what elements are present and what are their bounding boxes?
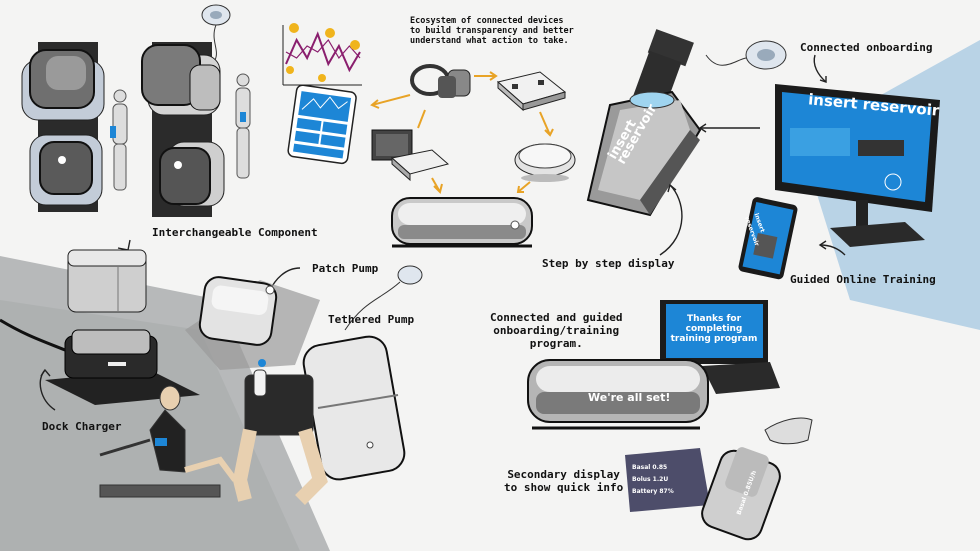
patch-sketch-2 [29, 134, 103, 206]
handheld-device-sketch [701, 447, 781, 541]
dock-charger-label: Dock Charger [42, 420, 122, 433]
connected-guided-line-2: onboarding/training [493, 324, 620, 337]
ecosystem-line-2: to build transparency and better [410, 26, 574, 36]
tethered-pump-label: Tethered Pump [328, 313, 415, 326]
figure-side-2 [235, 73, 251, 179]
figure-side-1 [110, 89, 128, 191]
reservoir-pump-sketch [586, 29, 702, 217]
ecosystem-arrows [370, 71, 554, 194]
patch-pump-sketch [185, 276, 320, 370]
quick-info-line-3: Battery 87% [632, 488, 674, 495]
pointing-hand-sketch [764, 417, 813, 445]
rower-figure-sketch [99, 385, 238, 498]
quick-info-line-2: Bolus 1.2U [632, 476, 669, 483]
patch-sketch-4 [159, 141, 225, 207]
laptop-line-3: training program [670, 334, 758, 344]
laptop-training-sketch [660, 300, 780, 394]
patch-pump-label: Patch Pump [312, 262, 379, 275]
legs-figure-sketch [232, 359, 328, 505]
phone-app-sketch [287, 84, 357, 165]
secondary-display-line-2: to show quick info [504, 481, 624, 494]
secondary-display-line-1: Secondary display [507, 468, 620, 481]
interchangeable-label: Interchangeable Component [152, 226, 318, 239]
central-device-sketch [391, 197, 533, 248]
laptop-small-sketch [371, 129, 450, 182]
ecosystem-line-1: Ecosystem of connected devices [410, 16, 564, 26]
sensor-disc-right [705, 40, 787, 70]
puck-device-sketch [514, 143, 576, 182]
laptop-line-1: Thanks for [686, 314, 742, 324]
phone-onboarding-sketch [738, 197, 798, 280]
guided-training-label: Guided Online Training [790, 273, 936, 286]
laptop-line-2: completing [685, 324, 743, 334]
chart-series-line-1 [285, 31, 361, 73]
watch-sketch [410, 64, 471, 98]
patch-sketch-3 [141, 44, 221, 116]
allset-device-sketch [527, 359, 709, 430]
chart-markers [286, 23, 360, 82]
chart-series-line-2 [285, 38, 361, 60]
chart-sketch-frame [282, 25, 362, 86]
step-by-step-label: Step by step display [542, 257, 675, 270]
ecosystem-line-3: understand what action to take. [410, 36, 569, 46]
charging-device-sketch [67, 249, 147, 313]
connected-guided-line-3: program. [529, 337, 583, 350]
scale-device-sketch [496, 71, 567, 112]
allset-screen-text: We're all set! [588, 391, 671, 404]
monitor-sketch [775, 84, 940, 247]
sensor-disc-top [201, 4, 231, 61]
patch-sketch-1 [21, 49, 105, 121]
connected-onboarding-label: Connected onboarding [800, 41, 933, 54]
tethered-pump-sketch [302, 265, 423, 481]
connected-guided-line-1: Connected and guided [490, 311, 623, 324]
quick-info-panel [625, 448, 710, 512]
quick-info-line-1: Basal 0.85 [632, 464, 668, 471]
chart-series-group [285, 31, 361, 73]
